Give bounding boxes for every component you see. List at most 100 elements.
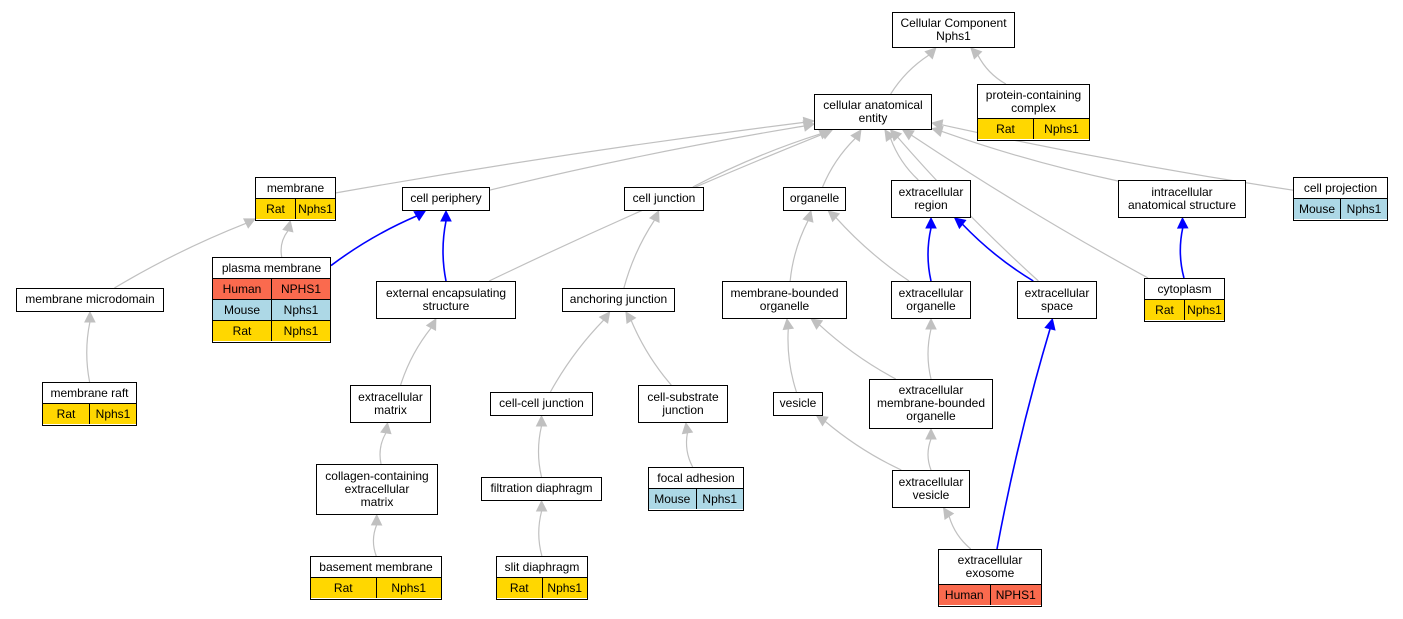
arrowhead-icon <box>802 209 814 223</box>
edge-line <box>538 510 543 557</box>
node-cell-cell-junction[interactable]: cell-cell junction <box>490 392 593 416</box>
edge-line <box>941 130 1119 182</box>
species-rat-cell[interactable]: Rat <box>213 320 271 341</box>
edge-line <box>400 327 432 386</box>
arrowhead-icon <box>625 311 637 324</box>
species-mouse-cell[interactable]: Mouse <box>213 299 271 320</box>
species-rat-cell[interactable]: Rat <box>256 198 295 219</box>
node-label: filtration diaphragm <box>490 481 593 496</box>
edge-memmicro-to-membrane <box>114 218 257 289</box>
node-membrane-microdomain[interactable]: membrane microdomain <box>16 288 164 312</box>
gene-cell[interactable]: Nphs1 <box>89 403 136 425</box>
node-extracellular-matrix[interactable]: extracellular matrix <box>350 385 431 423</box>
gene-cell[interactable]: NPHS1 <box>271 278 330 300</box>
node-label: external encapsulating structure <box>385 285 507 313</box>
node-cellular-component[interactable]: Cellular Component Nphs1 <box>892 12 1015 48</box>
gene-cell[interactable]: Nphs1 <box>375 577 441 599</box>
species-mouse-cell[interactable]: Mouse <box>1294 198 1340 219</box>
gene-cell[interactable]: Nphs1 <box>1184 299 1224 321</box>
node-collagen-containing-extracellular-matrix[interactable]: collagen-containing extracellular matrix <box>316 464 438 515</box>
gene-cell[interactable]: NPHS1 <box>989 584 1041 606</box>
species-human-cell[interactable]: Human <box>939 584 990 605</box>
edge-cellsub-to-anchjunc <box>625 311 672 386</box>
edge-line <box>889 138 919 181</box>
arrowhead-icon <box>1044 317 1056 331</box>
node-cell-periphery[interactable]: cell periphery <box>402 187 490 211</box>
node-vesicle[interactable]: vesicle <box>773 392 823 416</box>
edge-vesicle-to-membound <box>782 317 798 393</box>
node-extracellular-space[interactable]: extracellular space <box>1017 281 1097 319</box>
edge-line <box>537 425 543 478</box>
arrowhead-icon <box>535 499 548 512</box>
edge-extves-to-extmbo <box>925 427 937 471</box>
arrowhead-icon <box>282 219 294 233</box>
species-rat-cell[interactable]: Rat <box>497 577 542 598</box>
edge-line <box>330 215 417 267</box>
node-filtration-diaphragm[interactable]: filtration diaphragm <box>481 477 602 501</box>
edge-exosome-to-extves <box>942 507 972 550</box>
arrowhead-icon <box>648 209 660 223</box>
species-rat-cell[interactable]: Rat <box>978 118 1033 139</box>
node-extracellular-vesicle[interactable]: extracellular vesicle <box>892 470 970 508</box>
node-label: cell-cell junction <box>499 396 584 411</box>
edge-membound-to-organelle <box>789 209 814 282</box>
species-mouse-cell[interactable]: Mouse <box>649 488 696 509</box>
node-intracellular-anatomical-structure[interactable]: intracellular anatomical structure <box>1118 180 1246 218</box>
node-external-encapsulating-structure[interactable]: external encapsulating structure <box>376 281 516 319</box>
gene-cell[interactable]: Nphs1 <box>271 299 330 321</box>
arrowhead-icon <box>535 414 548 427</box>
arrowhead-icon <box>802 120 816 132</box>
edge-line <box>379 432 387 465</box>
arrowhead-icon <box>884 129 896 142</box>
node-cellular-anatomical-entity[interactable]: cellular anatomical entity <box>814 94 932 130</box>
node-extracellular-region[interactable]: extracellular region <box>891 180 971 218</box>
arrowhead-icon <box>925 317 937 330</box>
edge-cytoplasm-to-intracell <box>1176 216 1189 279</box>
node-cell-junction[interactable]: cell junction <box>624 187 704 211</box>
arrowhead-icon <box>84 310 96 323</box>
edge-line <box>824 420 902 471</box>
node-organelle[interactable]: organelle <box>783 187 846 211</box>
species-rat-cell[interactable]: Rat <box>1145 299 1184 320</box>
species-human-cell[interactable]: Human <box>213 278 271 299</box>
node-membrane-bounded-organelle[interactable]: membrane-bounded organelle <box>722 281 847 319</box>
arrowhead-icon <box>942 507 955 520</box>
node-cell-substrate-junction[interactable]: cell-substrate junction <box>638 385 728 423</box>
edge-line <box>948 516 972 550</box>
gene-cell[interactable]: Nphs1 <box>295 198 335 220</box>
node-label: basement membrane <box>319 559 433 574</box>
node-label: organelle <box>789 191 840 206</box>
edge-line <box>86 321 91 383</box>
edge-pcc-to-root <box>970 47 1007 85</box>
node-anchoring-junction[interactable]: anchoring junction <box>562 288 675 312</box>
gene-cell[interactable]: Nphs1 <box>1033 118 1089 140</box>
edge-line <box>890 54 930 95</box>
edge-line <box>927 328 932 380</box>
node-extracellular-membrane-bounded-organelle[interactable]: extracellular membrane-bounded organelle <box>869 379 993 429</box>
gene-cell[interactable]: Nphs1 <box>695 488 743 510</box>
gene-cell[interactable]: Nphs1 <box>271 320 330 342</box>
node-extracellular-organelle[interactable]: extracellular organelle <box>891 281 971 319</box>
gene-cell[interactable]: Nphs1 <box>1340 198 1387 220</box>
gene-cell[interactable]: Nphs1 <box>541 577 587 599</box>
edge-filtdiaph-to-cellcell <box>535 414 548 478</box>
edge-extencap-to-cellperiph <box>440 209 452 282</box>
node-label: vesicle <box>779 396 817 411</box>
species-rat-cell[interactable]: Rat <box>43 403 89 424</box>
species-rat-cell[interactable]: Rat <box>311 577 376 598</box>
node-label: cell junction <box>632 191 696 206</box>
